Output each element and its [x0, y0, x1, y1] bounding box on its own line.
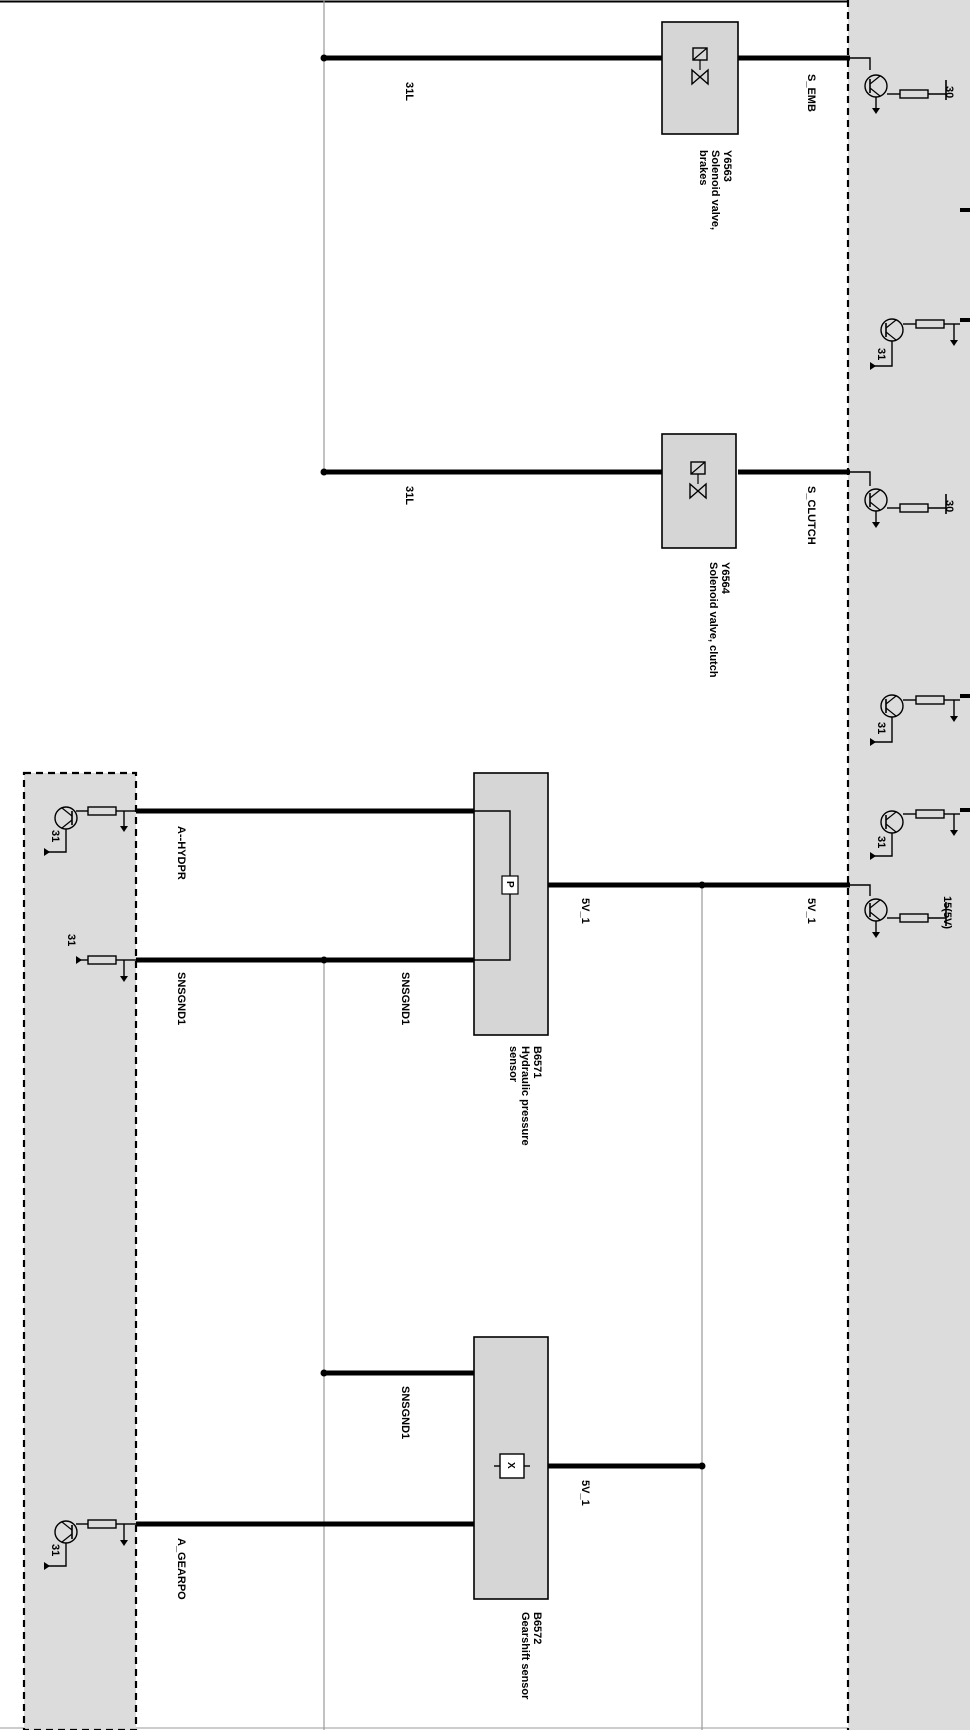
component-y6563: [661, 21, 739, 135]
label-5v1-ecu: 5V_1: [805, 898, 817, 924]
label-y6564-id: Y6564: [719, 562, 731, 595]
ecu-driver-s-emb: 30: [850, 57, 955, 114]
gearshift-symbol-text: X: [505, 1462, 516, 1469]
label-s-emb: S_EMB: [805, 74, 817, 112]
left-ecu-snsgnd: 31: [65, 934, 136, 982]
label-b6571-id: B6571: [531, 1046, 543, 1078]
solenoid-valve-brakes: 31L S_EMB Y6563 Solenoid valve, brakes: [320, 21, 850, 230]
pin-31-left-2: 31: [65, 934, 77, 946]
transistor-icon: [54, 1520, 78, 1544]
label-5v1-b6572: 5V_1: [579, 1480, 591, 1506]
label-snsgnd1-mid: SNSGND1: [399, 972, 411, 1025]
pin-31-b: 31: [875, 722, 887, 734]
label-b6571-desc1: Hydraulic pressure: [519, 1046, 531, 1146]
label-s-clutch: S_CLUTCH: [805, 486, 817, 545]
hydraulic-pressure-sensor: P A--HYDPR SNSGND1 SNSGND1 5V_1 5V_1 B65…: [136, 772, 850, 1146]
label-b6572-id: B6572: [531, 1612, 543, 1644]
gearshift-symbol: [494, 1453, 530, 1479]
control-unit-right: [846, 0, 970, 1730]
ecu-driver-s-clutch: 30: [850, 471, 955, 528]
ecu-supply-5v: 15(5V): [850, 884, 953, 938]
label-a-hydpr: A--HYDPR: [175, 826, 187, 880]
solenoid-valve-icon: [689, 461, 707, 500]
control-unit-left: [22, 771, 138, 1730]
label-y6564-desc1: Solenoid valve, clutch: [707, 562, 719, 678]
pin-15-5v: 15(5V): [941, 896, 953, 929]
left-ecu-input-gearpo: 31: [44, 1519, 136, 1570]
label-snsgnd1-left: SNSGND1: [175, 972, 187, 1025]
solenoid-valve-clutch: 31L S_CLUTCH Y6564 Solenoid valve, clutc…: [320, 433, 850, 678]
ecu-input-circuit-a: 31: [870, 318, 970, 370]
pin-31-left-3: 31: [49, 1544, 61, 1556]
gearshift-sensor: X SNSGND1 5V_1 A_GEARPO B6572 Gearshift …: [136, 1336, 706, 1700]
label-5v1-b6571: 5V_1: [579, 898, 591, 924]
pressure-symbol-text: P: [504, 881, 515, 888]
ecu-input-circuit-c: 31: [870, 808, 970, 860]
pin-31-left-1: 31: [49, 830, 61, 842]
pin-31-a: 31: [875, 348, 887, 360]
label-b6571-desc2: sensor: [507, 1046, 519, 1083]
pin-30-a: 30: [943, 86, 955, 98]
pin-30-b: 30: [943, 500, 955, 512]
label-31l-top: 31L: [403, 82, 415, 101]
pressure-symbol: [501, 875, 519, 895]
left-ecu-input-hydpr: 31: [44, 806, 136, 856]
component-b6571: [473, 772, 549, 1036]
solenoid-valve-icon: [691, 47, 709, 86]
label-b6572-desc1: Gearshift sensor: [519, 1612, 531, 1700]
label-31l-mid: 31L: [403, 486, 415, 505]
label-y6563-desc1: Solenoid valve,: [709, 150, 721, 230]
label-y6563-id: Y6563: [721, 150, 733, 182]
label-snsgnd1-b6572: SNSGND1: [399, 1386, 411, 1439]
ecu-input-circuit-b: 31: [870, 694, 970, 746]
label-a-gearpo: A_GEARPO: [175, 1538, 187, 1600]
label-y6563-desc2: brakes: [697, 150, 709, 185]
pin-31-c: 31: [875, 836, 887, 848]
